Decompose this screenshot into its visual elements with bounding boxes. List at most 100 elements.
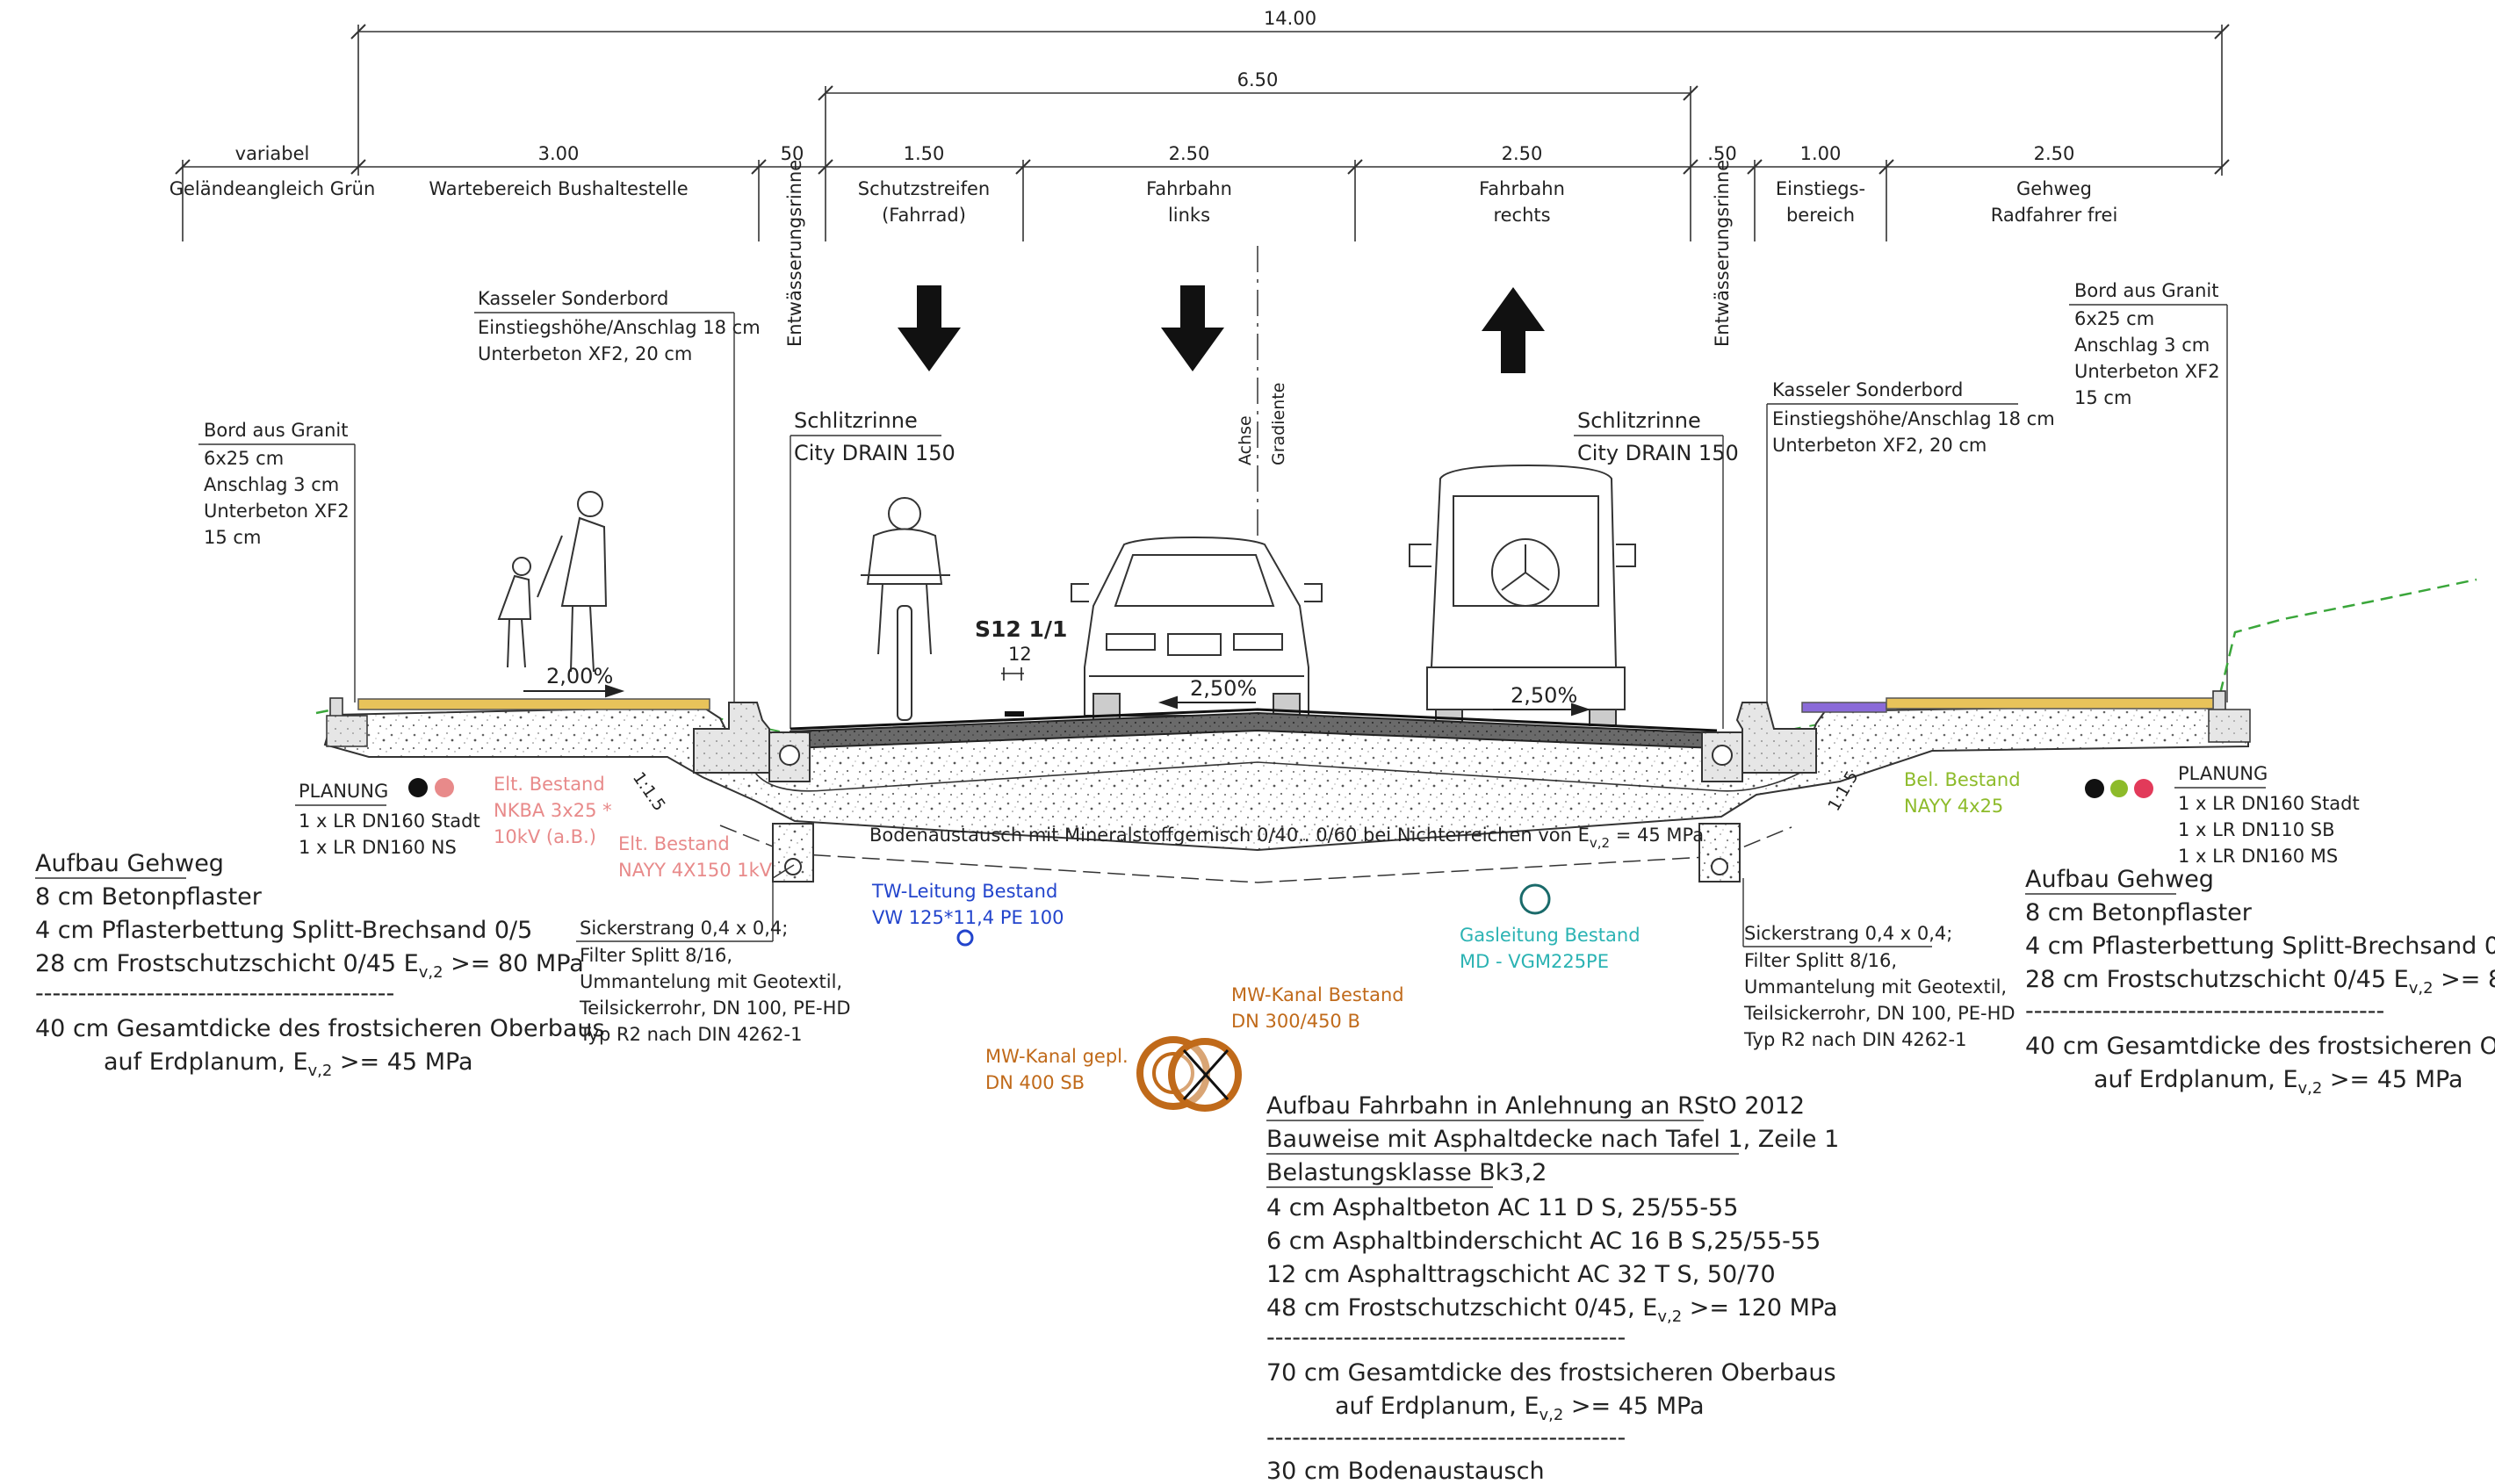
seg-0-width: variabel bbox=[235, 143, 310, 164]
schlitzrinne-right-line-1: Schlitzrinne bbox=[1577, 408, 1701, 433]
nkba-line-2: NKBA 3x25 * bbox=[494, 800, 612, 821]
schlitzrinne-right-label: Schlitzrinne City DRAIN 150 bbox=[1574, 408, 1739, 729]
seg-6-width: .50 bbox=[1707, 143, 1736, 164]
kasseler-right-line-2: Einstiegshöhe/Anschlag 18 cm bbox=[1772, 408, 2055, 429]
agl-sep: ----------------------------------------… bbox=[35, 980, 394, 1007]
soil-exchange-label: Bodenaustausch mit Mineralstoffgemisch 0… bbox=[869, 825, 1704, 851]
kasseler-left-line-3: Unterbeton XF2, 20 cm bbox=[478, 343, 692, 364]
sicker-left-label: Sickerstrang 0,4 x 0,4; Filter Splitt 8/… bbox=[576, 864, 851, 1045]
seg-1-width: 3.00 bbox=[538, 143, 580, 164]
bord-left-line-3: Anschlag 3 cm bbox=[204, 474, 339, 495]
seg-7-line-1: Einstiegs- bbox=[1776, 178, 1865, 199]
seg-3-line-1: Schutzstreifen bbox=[858, 178, 990, 199]
agr-title: Aufbau Gehweg bbox=[2025, 866, 2214, 893]
mw-bestand-line-1: MW-Kanal Bestand bbox=[1231, 984, 1404, 1005]
kasseler-right-label: Kasseler Sonderbord Einstiegshöhe/Anschl… bbox=[1766, 379, 2055, 702]
kasseler-right-line-1: Kasseler Sonderbord bbox=[1772, 379, 1963, 400]
agl-line-1: 8 cm Betonpflaster bbox=[35, 883, 263, 911]
bord-left-label: Bord aus Granit 6x25 cm Anschlag 3 cm Un… bbox=[198, 420, 356, 702]
af-line-5: 70 cm Gesamtdicke des frostsicheren Ober… bbox=[1266, 1359, 1836, 1387]
slope-left-label: 2,50% bbox=[1190, 676, 1257, 701]
seg-5-width: 2.50 bbox=[1502, 143, 1543, 164]
seg-4-line-2: links bbox=[1168, 205, 1210, 226]
cable-bel-right: Bel. Bestand NAYY 4x25 bbox=[1904, 769, 2021, 817]
dim-total: 14.00 bbox=[1264, 8, 1316, 29]
sicker-right-label: Sickerstrang 0,4 x 0,4; Filter Splitt 8/… bbox=[1742, 878, 2015, 1050]
sicker-right-line-2: Filter Splitt 8/16, bbox=[1744, 950, 1897, 971]
planung-left-line-1: 1 x LR DN160 Stadt bbox=[299, 810, 480, 832]
car-front-icon bbox=[1071, 536, 1323, 738]
planung-right-line-2: 1 x LR DN110 SB bbox=[2178, 819, 2334, 840]
af-line-6: auf Erdplanum, Ev,2 >= 45 MPa bbox=[1335, 1393, 1705, 1424]
curb-foundation-right bbox=[2208, 709, 2251, 743]
gradient-label: Gradiente bbox=[1269, 383, 1288, 465]
seg-1-line-1: Wartebereich Bushaltestelle bbox=[429, 178, 688, 199]
seg-5-line-1: Fahrbahn bbox=[1479, 178, 1565, 199]
dimension-ticks bbox=[175, 24, 2230, 175]
agr-line-2: 4 cm Pflasterbettung Splitt-Brechsand 0/… bbox=[2025, 933, 2495, 960]
tw-line-1: TW-Leitung Bestand bbox=[871, 881, 1057, 902]
seg-2-width: 50 bbox=[781, 143, 804, 164]
bord-right-label: Bord aus Granit 6x25 cm Anschlag 3 cm Un… bbox=[2069, 280, 2228, 702]
kasseler-curb-left bbox=[693, 702, 770, 774]
nkba-line-3: 10kV (a.B.) bbox=[494, 826, 596, 847]
schlitzrinne-right-line-2: City DRAIN 150 bbox=[1577, 441, 1739, 465]
schlitzrinne-left-line-1: Schlitzrinne bbox=[794, 408, 918, 433]
dimension-chain bbox=[182, 25, 2223, 241]
pipe-tw: TW-Leitung Bestand VW 125*11,4 PE 100 bbox=[871, 881, 1064, 947]
seg-8-line-1: Gehweg bbox=[2016, 178, 2092, 199]
seg-4-line-1: Fahrbahn bbox=[1146, 178, 1232, 199]
soil-exchange-line bbox=[719, 825, 1792, 883]
sicker-right-line-3: Ummantelung mit Geotextil, bbox=[1744, 976, 2007, 998]
agl-line-3: 28 cm Frostschutzschicht 0/45 Ev,2 >= 80… bbox=[35, 950, 584, 982]
nayy-left-line-2: NAYY 4X150 1kV bbox=[618, 860, 773, 881]
planung-right-title: PLANUNG bbox=[2178, 763, 2268, 784]
sewer-pipes: MW-Kanal Bestand DN 300/450 B MW-Kanal g… bbox=[985, 984, 1404, 1112]
schlitzrinne-left-label: Schlitzrinne City DRAIN 150 bbox=[790, 408, 955, 729]
suv-rear-icon bbox=[1409, 464, 1636, 726]
agl-line-4: 40 cm Gesamtdicke des frostsicheren Ober… bbox=[35, 1015, 605, 1042]
af-line-4: 48 cm Frostschutzschicht 0/45, Ev,2 >= 1… bbox=[1266, 1294, 1838, 1326]
nayy-left-line-1: Elt. Bestand bbox=[618, 833, 730, 854]
cable-nkba: Elt. Bestand NKBA 3x25 * 10kV (a.B.) bbox=[494, 774, 612, 847]
kasseler-left-line-1: Kasseler Sonderbord bbox=[478, 288, 668, 309]
planung-left-title: PLANUNG bbox=[299, 781, 388, 802]
dim-carriageway: 6.50 bbox=[1237, 69, 1279, 90]
terrain-line bbox=[315, 578, 2477, 715]
slope-annotations bbox=[523, 684, 1591, 717]
agr-line-1: 8 cm Betonpflaster bbox=[2025, 899, 2253, 926]
sicker-left-line-5: Typ R2 nach DIN 4262-1 bbox=[579, 1024, 802, 1045]
af-line-7: 30 cm Bodenaustausch bbox=[1266, 1458, 1545, 1484]
planung-right: PLANUNG 1 x LR DN160 Stadt 1 x LR DN110 … bbox=[2085, 763, 2360, 867]
sicker-left-line-3: Ummantelung mit Geotextil, bbox=[580, 971, 842, 992]
mw-geplant-line-2: DN 400 SB bbox=[985, 1072, 1085, 1093]
bord-right-line-3: Anschlag 3 cm bbox=[2074, 335, 2210, 356]
planung-right-line-3: 1 x LR DN160 MS bbox=[2178, 846, 2338, 867]
kasseler-right-line-3: Unterbeton XF2, 20 cm bbox=[1772, 435, 1987, 456]
paving-right bbox=[1886, 697, 2214, 710]
pedestrian-figures-icon bbox=[497, 491, 608, 673]
mw-geplant-line-1: MW-Kanal gepl. bbox=[985, 1046, 1129, 1067]
slope-walkway-label: 2,00% bbox=[546, 664, 613, 688]
mw-bestand-line-2: DN 300/450 B bbox=[1231, 1011, 1360, 1032]
agl-line-5: auf Erdplanum, Ev,2 >= 45 MPa bbox=[104, 1048, 473, 1080]
bord-left-line-4: Unterbeton XF2 bbox=[204, 501, 350, 522]
paving-left bbox=[357, 698, 710, 710]
gas-line-1: Gasleitung Bestand bbox=[1460, 925, 1640, 946]
sicker-left-line-1: Sickerstrang 0,4 x 0,4; bbox=[580, 918, 788, 939]
bel-line-1: Bel. Bestand bbox=[1904, 769, 2021, 790]
sicker-right-line-1: Sickerstrang 0,4 x 0,4; bbox=[1744, 923, 1952, 944]
pipe-gas: Gasleitung Bestand MD - VGM225PE bbox=[1460, 883, 1640, 972]
s12-marking bbox=[1001, 667, 1024, 681]
agr-line-3: 28 cm Frostschutzschicht 0/45 Ev,2 >= 80… bbox=[2025, 966, 2495, 998]
seg-7-line-2: bereich bbox=[1786, 205, 1855, 226]
agl-title: Aufbau Gehweg bbox=[35, 850, 224, 877]
bord-left-line-5: 15 cm bbox=[204, 527, 261, 548]
axis-label: Achse bbox=[1236, 415, 1255, 465]
s12-width-label: 12 bbox=[1008, 644, 1032, 665]
planung-left-line-2: 1 x LR DN160 NS bbox=[299, 837, 457, 858]
seg-0-line-1: Geländeangleich Grün bbox=[169, 178, 376, 199]
bord-right-line-2: 6x25 cm bbox=[2074, 308, 2154, 329]
cable-nayy-left: Elt. Bestand NAYY 4X150 1kV bbox=[618, 833, 773, 881]
aufbau-fahrbahn: Aufbau Fahrbahn in Anlehnung an RStO 201… bbox=[1266, 1092, 1839, 1484]
